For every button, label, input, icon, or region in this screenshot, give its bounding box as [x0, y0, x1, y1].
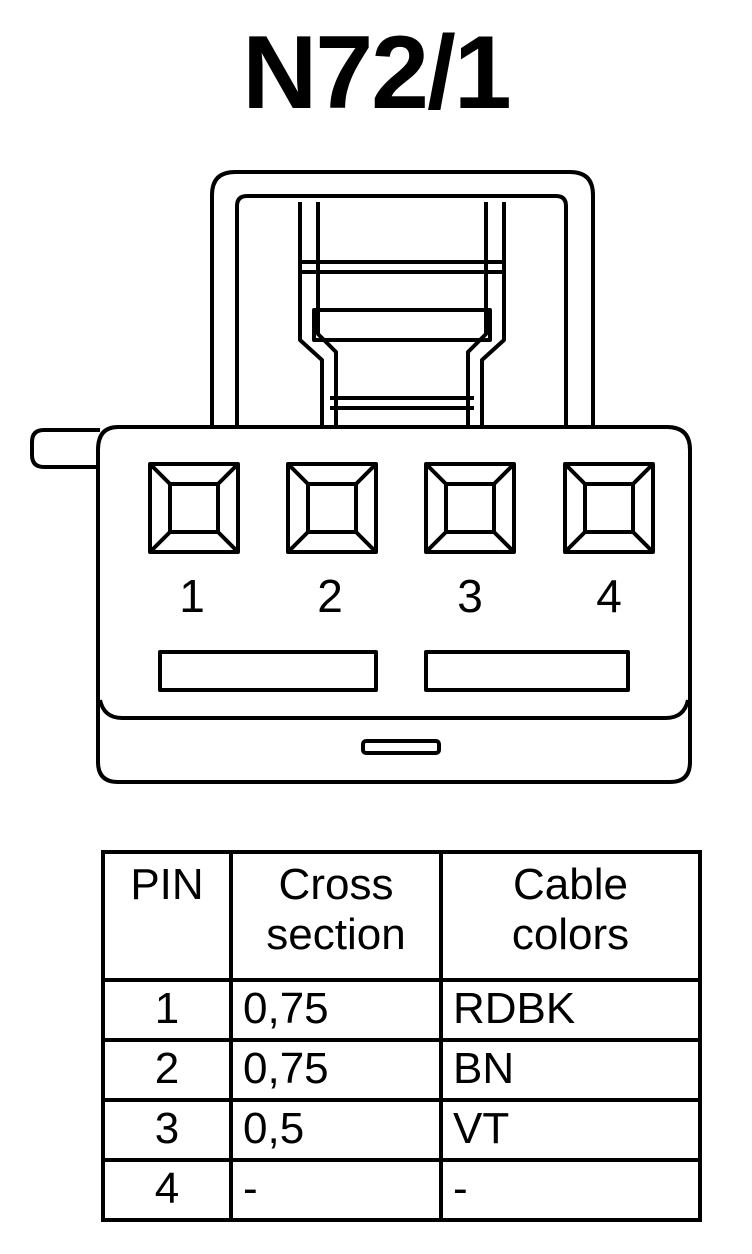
- header-cable-colors: Cable colors: [439, 850, 702, 982]
- housing-body: [96, 425, 692, 784]
- connector-diagram: 1 2 3 4: [30, 170, 692, 784]
- housing-step: [98, 699, 690, 720]
- header-cable-colors-line2: colors: [511, 910, 630, 959]
- table-row: 4 - -: [101, 1158, 702, 1222]
- header-cross-section-line1: Cross: [278, 860, 394, 909]
- row-pin: 2: [101, 1038, 233, 1102]
- row-cable-color: VT: [439, 1098, 702, 1162]
- row-cable-color: BN: [439, 1038, 702, 1102]
- pin-label-2: 2: [317, 570, 343, 622]
- row-pin: 4: [101, 1158, 233, 1222]
- table-row: 2 0,75 BN: [101, 1038, 702, 1102]
- locking-frame-inner: [235, 194, 568, 428]
- table-row: 3 0,5 VT: [101, 1098, 702, 1162]
- pin-label-4: 4: [596, 570, 622, 622]
- row-cross-section: -: [229, 1158, 443, 1222]
- table-header-row: PIN Cross section Cable colors: [101, 850, 702, 982]
- latch-rails: [298, 202, 506, 428]
- row-pin: 1: [101, 978, 233, 1042]
- row-cable-color: RDBK: [439, 978, 702, 1042]
- pin-label-3: 3: [457, 570, 483, 622]
- pin-label-1: 1: [179, 570, 205, 622]
- row-cross-section: 0,75: [229, 978, 443, 1042]
- header-cross-section-line2: section: [266, 910, 406, 959]
- latch-tab: [312, 308, 492, 342]
- row-cross-section: 0,75: [229, 1038, 443, 1102]
- row-pin: 3: [101, 1098, 233, 1162]
- locking-frame-outer: [210, 170, 595, 428]
- table-row: 1 0,75 RDBK: [101, 978, 702, 1042]
- pin-cavity-2: [286, 462, 378, 554]
- header-pin: PIN: [101, 850, 233, 982]
- coding-slot-left: [158, 650, 378, 692]
- row-cross-section: 0,5: [229, 1098, 443, 1162]
- pin-cavity-1: [148, 462, 240, 554]
- connector-title: N72/1: [242, 15, 512, 131]
- header-cross-section: Cross section: [229, 850, 443, 982]
- coding-slot-right: [424, 650, 630, 692]
- pin-assignment-table: PIN Cross section Cable colors 1 0,75 RD…: [101, 850, 702, 1222]
- side-ear: [30, 428, 100, 469]
- row-cable-color: -: [439, 1158, 702, 1222]
- pin-cavity-4: [563, 462, 655, 554]
- bottom-slot: [361, 739, 441, 755]
- pin-cavity-3: [424, 462, 516, 554]
- header-cable-colors-line1: Cable: [513, 860, 628, 909]
